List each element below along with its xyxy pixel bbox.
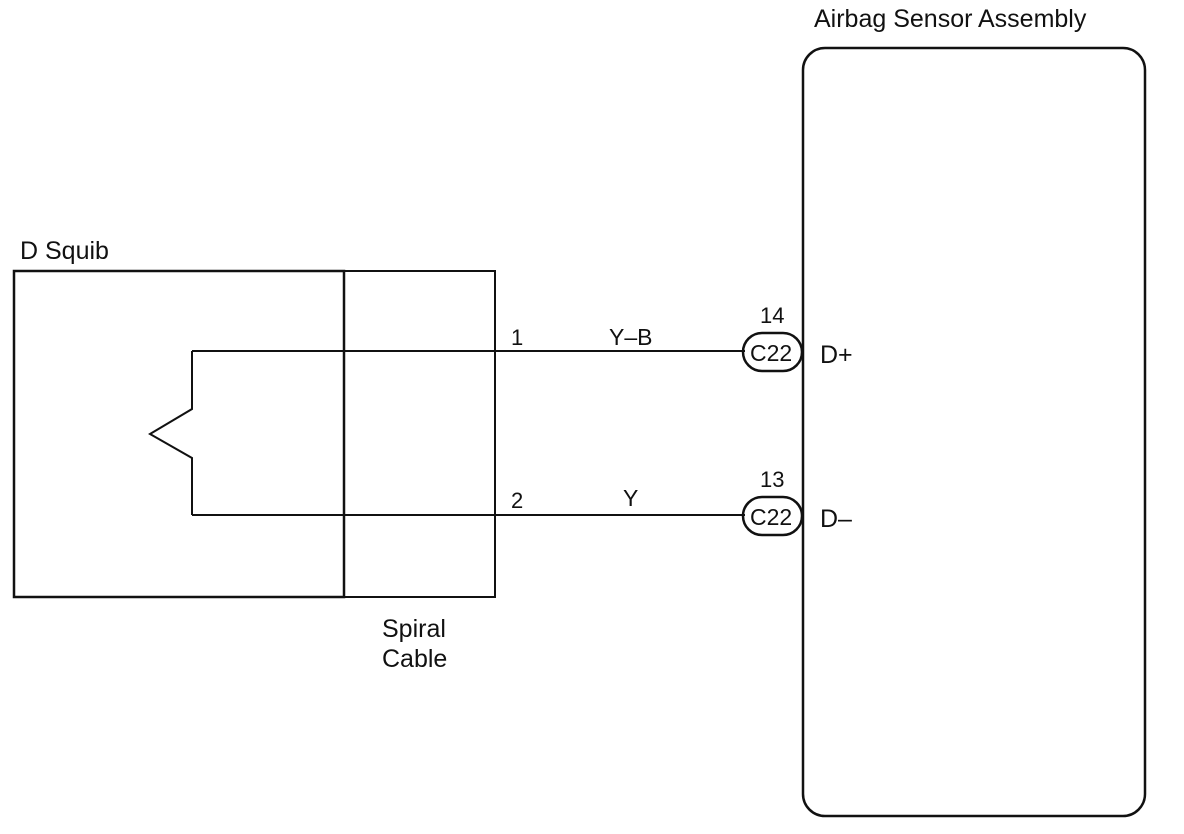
wire-1-pin-label: 1	[511, 325, 523, 350]
connector-1-label: C22	[750, 340, 792, 366]
connector-2-label: C22	[750, 504, 792, 530]
terminal-d-plus: D+	[820, 341, 853, 369]
wire-2-color-code: Y	[623, 485, 638, 511]
spiral-cable-box	[343, 270, 496, 598]
sensor-assembly-label: Airbag Sensor Assembly	[814, 5, 1087, 33]
squib-label: D Squib	[20, 237, 109, 265]
squib-box	[12, 269, 346, 599]
terminal-d-minus: D–	[820, 505, 852, 533]
connector-c22-pin14	[741, 331, 804, 373]
connector-2-pin-number: 13	[760, 467, 784, 492]
wire-2-pin-label: 2	[511, 488, 523, 513]
squib-element-icon	[148, 351, 193, 515]
connector-1-pin-number: 14	[760, 303, 784, 328]
sensor-assembly-box	[801, 46, 1147, 818]
connector-c22-pin13	[741, 495, 804, 537]
spiral-cable-label-line1: Spiral	[382, 615, 446, 643]
spiral-cable-label-line2: Cable	[382, 645, 447, 673]
wire-1-color-code: Y–B	[609, 324, 652, 350]
